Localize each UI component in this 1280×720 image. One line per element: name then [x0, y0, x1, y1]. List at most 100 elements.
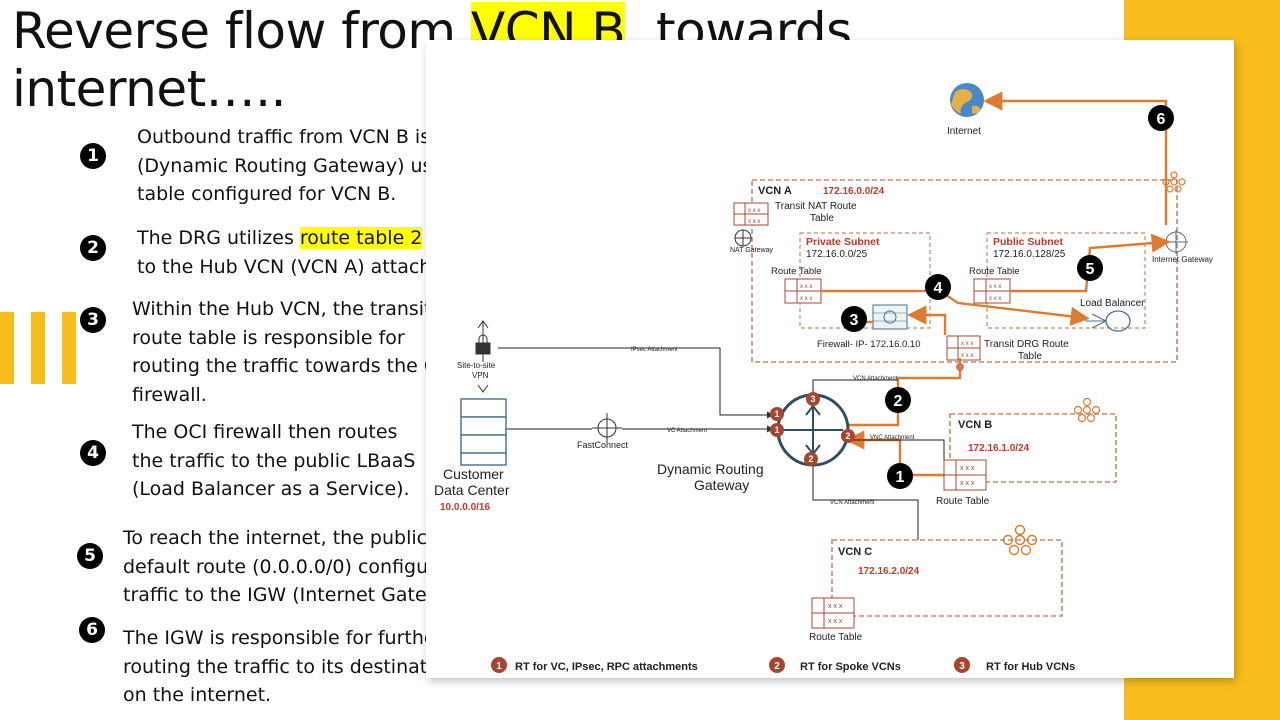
brand-bar-left-3 [62, 312, 76, 384]
vcn-b-cloud-icon [1073, 397, 1101, 423]
legend-3-num: 3 [959, 661, 965, 672]
internet-globe-icon [950, 83, 984, 117]
flow-mark-6: 6 [1157, 111, 1166, 128]
step-5-number: 5 [77, 543, 103, 569]
attachment-lines [498, 347, 945, 540]
vnc-attachment-label: VNC Attachment [870, 435, 915, 441]
site-to-site-label-1: Site-to-site [457, 361, 496, 370]
vcn-attachment-label-c: VCN Attachment [830, 500, 875, 506]
transit-drg-rt-label-2: Table [1018, 351, 1042, 362]
transit-nat-rt-label-2: Table [810, 213, 834, 224]
customer-dc-cidr: 10.0.0.0/16 [440, 502, 490, 513]
svg-text:x x x: x x x [989, 296, 1001, 302]
vcn-a-label: VCN A [758, 185, 792, 197]
legend-1-label: RT for VC, IPsec, RPC attachments [515, 661, 698, 673]
vcn-b-label: VCN B [958, 419, 992, 431]
svg-text:x x x: x x x [748, 208, 760, 214]
internet-gateway-icon [1164, 230, 1188, 254]
legend-2-num: 2 [774, 661, 780, 672]
vcn-a-cidr: 172.16.0.0/24 [823, 186, 885, 197]
internet-label: Internet [947, 126, 981, 137]
private-subnet-cidr: 172.16.0.0/25 [806, 249, 868, 260]
step-3-text: Within the Hub VCN, the transit route ta… [132, 298, 458, 406]
svg-text:x x x: x x x [960, 480, 975, 487]
flow-mark-4: 4 [934, 280, 943, 297]
public-subnet-cidr: 172.16.0.128/25 [993, 249, 1066, 260]
public-route-table-label: Route Table [969, 266, 1020, 277]
customer-dc-label-2: Data Center [434, 482, 510, 498]
step-2-pre: The DRG utilizes [137, 227, 300, 249]
vcn-b-route-table-icon: x x x x x x [943, 459, 987, 491]
drg-badge-vc: 1 [774, 425, 779, 435]
load-balancer-label: Load Balancer [1080, 298, 1145, 309]
flow-mark-3: 3 [850, 312, 859, 329]
svg-text:x x x: x x x [961, 341, 973, 347]
brand-bar-left-2 [31, 312, 45, 384]
drg-badge-top: 3 [810, 394, 815, 404]
vcn-c-box [831, 539, 1063, 617]
legend-3-label: RT for Hub VCNs [986, 661, 1075, 673]
flow-mark-2: 2 [894, 393, 903, 410]
step-4-text: The OCI firewall then routes the traffic… [132, 421, 416, 500]
vcn-b-route-table-label: Route Table [936, 496, 990, 507]
architecture-diagram-panel [426, 40, 1234, 678]
step-3-number: 3 [80, 307, 106, 333]
customer-data-center-icon [460, 398, 507, 466]
site-to-site-vpn-icon [475, 320, 491, 393]
transit-nat-rt-label-1: Transit NAT Route [775, 201, 857, 212]
flow-mark-1: 1 [896, 469, 905, 486]
drg-badge-vcnb: 2 [845, 431, 850, 441]
vcn-attachment-label-a: VCN Attachment [853, 376, 898, 382]
svg-text:x x x: x x x [800, 296, 812, 302]
step-2-number: 2 [80, 235, 106, 261]
internet-gateway-label: Internet Gateway [1152, 255, 1213, 264]
drg-badge-ipsec: 1 [774, 409, 779, 419]
drg-label-2: Gateway [694, 477, 749, 493]
svg-text:x x x: x x x [828, 618, 843, 625]
svg-text:x x x: x x x [800, 284, 812, 290]
vcn-c-label: VCN C [838, 546, 872, 558]
firewall-label: Firewall- IP- 172.16.0.10 [817, 339, 921, 350]
legend: 1 RT for VC, IPsec, RPC attachments 2 RT… [491, 657, 1075, 673]
firewall-icon [872, 304, 908, 330]
svg-text:x x x: x x x [828, 603, 843, 610]
ipsec-attachment-label: IPsec Attachment [631, 347, 678, 353]
vcn-c-cidr: 172.16.2.0/24 [858, 566, 920, 577]
legend-1-num: 1 [496, 661, 502, 672]
vcn-c-cloud-icon [1002, 524, 1038, 556]
flow-mark-5: 5 [1086, 261, 1095, 278]
vcn-b-box [949, 413, 1117, 483]
vcn-c-route-table-icon: x x x x x x [811, 597, 855, 629]
drg-badge-vcnc: 2 [808, 454, 813, 464]
brand-bar-left-1 [0, 312, 14, 384]
nat-gateway-label: NAT Gateway [730, 247, 773, 254]
vcn-a-box [751, 179, 1178, 363]
transit-drg-route-table-icon: x x x x x x [946, 335, 981, 361]
svg-text:x x x: x x x [989, 284, 1001, 290]
vc-attachment-label: VC Attachment [667, 428, 707, 434]
step-4-number: 4 [80, 440, 106, 466]
title-line1-pre: Reverse flow from [12, 2, 471, 60]
fastconnect-label: FastConnect [577, 440, 629, 450]
transit-drg-rt-label-1: Transit DRG Route [984, 339, 1069, 350]
public-route-table-icon: x x x x x x [973, 278, 1011, 304]
site-to-site-label-2: VPN [472, 371, 489, 380]
step-6-number: 6 [79, 617, 105, 643]
svg-text:x x x: x x x [748, 219, 760, 225]
transit-nat-route-table-icon: x x x x x x [733, 202, 769, 226]
title-line2: internet….. [12, 60, 286, 118]
legend-2-label: RT for Spoke VCNs [800, 661, 901, 673]
private-route-table-label: Route Table [771, 266, 822, 277]
public-subnet-label: Public Subnet [993, 236, 1064, 248]
vcn-c-route-table-label: Route Table [809, 632, 863, 643]
drg-label-1: Dynamic Routing [657, 461, 764, 477]
svg-text:x x x: x x x [960, 465, 975, 472]
nat-gateway-icon [734, 229, 752, 247]
fastconnect-icon [592, 413, 622, 443]
step-1-number: 1 [80, 143, 106, 169]
svg-text:x x x: x x x [961, 353, 973, 359]
customer-dc-label-1: Customer [443, 466, 504, 482]
step-6-text: The IGW is responsible for further routi… [123, 627, 457, 706]
private-route-table-icon: x x x x x x [784, 278, 822, 304]
